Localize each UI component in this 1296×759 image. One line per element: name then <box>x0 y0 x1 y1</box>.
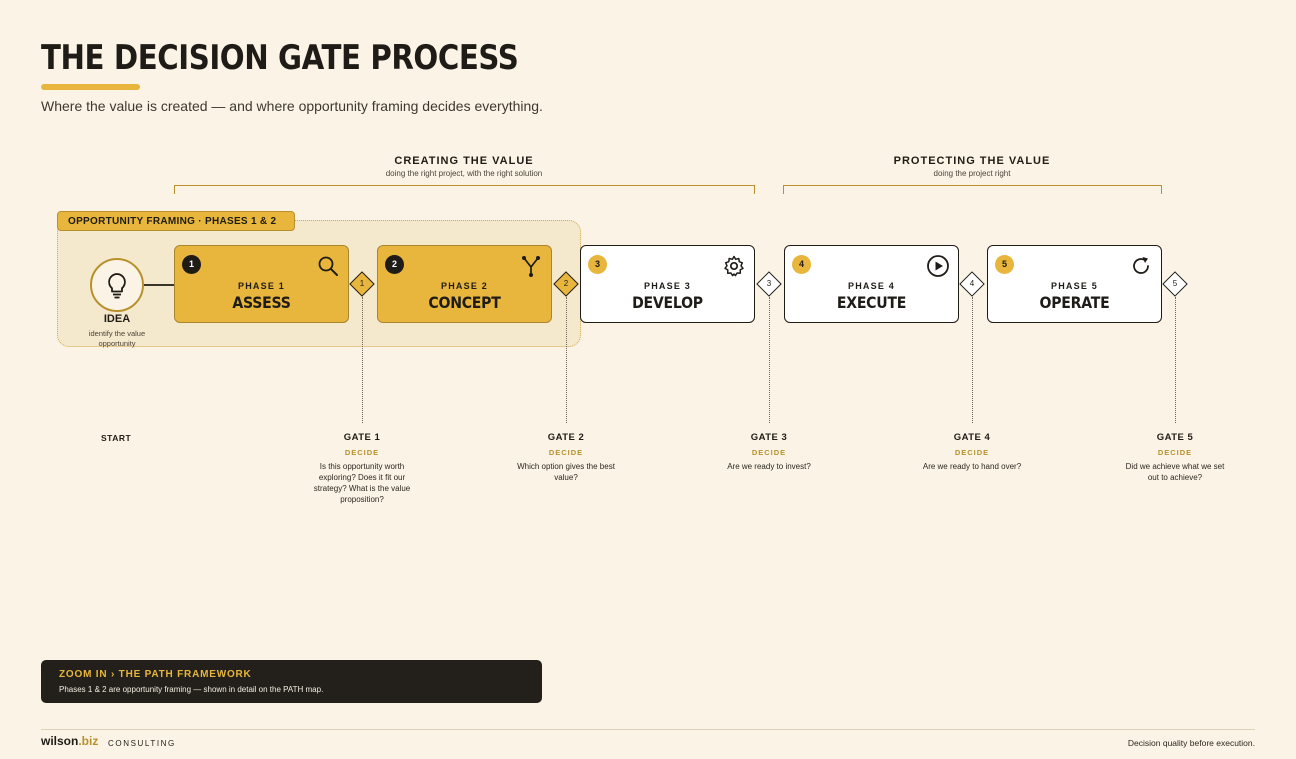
logo-biz: .biz <box>78 734 99 748</box>
gate-2-label: GATE 2 <box>547 432 585 443</box>
phase-card-execute[interactable]: 4 PHASE 4 EXECUTE <box>784 245 959 323</box>
gate-2-decide: DECIDE <box>548 448 584 457</box>
gate-5-decide: DECIDE <box>1157 448 1193 457</box>
phase-kicker: PHASE 1 <box>238 281 285 291</box>
zoom-in-callout[interactable]: ZOOM IN › THE PATH FRAMEWORK Phases 1 & … <box>41 660 542 703</box>
page-subtitle: Where the value is created — and where o… <box>41 98 543 114</box>
start-label: START <box>101 433 132 443</box>
band-protecting-title: PROTECTING THE VALUE <box>893 155 1051 167</box>
gate-5-number: 5 <box>1172 279 1178 288</box>
gear-icon <box>724 255 744 277</box>
lightbulb-icon <box>108 273 126 299</box>
phase-kicker: PHASE 5 <box>1051 281 1098 291</box>
gate-1-question: Is this opportunity worth exploring? Doe… <box>313 462 411 504</box>
gate-4-label: GATE 4 <box>953 432 991 443</box>
branch-icon <box>522 256 540 277</box>
phase-number: 4 <box>792 255 811 274</box>
zoom-in-body: Phases 1 & 2 are opportunity framing — s… <box>59 685 324 694</box>
play-icon <box>927 255 949 277</box>
phase-kicker: PHASE 4 <box>848 281 895 291</box>
refresh-icon <box>1133 257 1149 274</box>
phase-name: OPERATE <box>1039 293 1110 312</box>
footer-tagline: Decision quality before execution. <box>1127 738 1255 748</box>
gate-4-connector <box>972 297 973 423</box>
footer-consulting: CONSULTING <box>108 739 176 748</box>
gate-2-question: Which option gives the best value? <box>517 462 615 482</box>
phase-number: 5 <box>995 255 1014 274</box>
gate-4-question: Are we ready to hand over? <box>922 462 1022 471</box>
phase-number: 3 <box>588 255 607 274</box>
title-underline <box>41 84 140 90</box>
gate-4-number: 4 <box>969 279 975 288</box>
phase-name: EXECUTE <box>836 293 907 312</box>
gate-2-connector <box>566 297 567 423</box>
gate-3-question: Are we ready to invest? <box>727 462 811 471</box>
phase-kicker: PHASE 3 <box>644 281 691 291</box>
phase-name: DEVELOP <box>632 293 703 312</box>
gate-3-label: GATE 3 <box>750 432 788 443</box>
idea-node <box>90 258 144 312</box>
gate-1-decide: DECIDE <box>344 448 380 457</box>
idea-connector <box>144 284 174 286</box>
gate-3-decide: DECIDE <box>751 448 787 457</box>
opportunity-framing-tag: OPPORTUNITY FRAMING · PHASES 1 & 2 <box>57 211 295 231</box>
gate-3-number: 3 <box>766 279 772 288</box>
idea-subtitle: identify the value opportunity <box>88 329 146 348</box>
phase-number: 2 <box>385 255 404 274</box>
footer-logo: wilson.biz <box>41 734 98 748</box>
gate-4-decide: DECIDE <box>954 448 990 457</box>
page-title: THE DECISION GATE PROCESS <box>41 38 519 78</box>
gate-1-label: GATE 1 <box>343 432 381 443</box>
idea-label: IDEA <box>103 313 131 325</box>
band-creating-bracket <box>174 185 755 194</box>
gate-2-number: 2 <box>563 279 569 288</box>
band-protecting-bracket <box>783 185 1162 194</box>
phase-card-concept[interactable]: 2 PHASE 2 CONCEPT <box>377 245 552 323</box>
phase-kicker: PHASE 2 <box>441 281 488 291</box>
gate-1-number: 1 <box>359 279 365 288</box>
gate-5-label: GATE 5 <box>1156 432 1194 443</box>
gate-5-connector <box>1175 297 1176 423</box>
gate-3-connector <box>769 297 770 423</box>
zoom-in-title: ZOOM IN › THE PATH FRAMEWORK <box>59 669 252 680</box>
gate-5-question: Did we achieve what we set out to achiev… <box>1125 462 1225 482</box>
phase-card-assess[interactable]: 1 PHASE 1 ASSESS <box>174 245 349 323</box>
band-protecting-subtitle: doing the project right <box>933 169 1011 178</box>
phase-card-develop[interactable]: 3 PHASE 3 DEVELOP <box>580 245 755 323</box>
logo-main: wilson <box>41 734 79 748</box>
magnifier-icon <box>318 256 338 276</box>
phase-number: 1 <box>182 255 201 274</box>
footer-divider <box>41 729 1255 730</box>
band-creating-title: CREATING THE VALUE <box>394 155 534 167</box>
band-creating-subtitle: doing the right project, with the right … <box>385 169 543 178</box>
phase-name: ASSESS <box>232 293 291 312</box>
phase-card-operate[interactable]: 5 PHASE 5 OPERATE <box>987 245 1162 323</box>
phase-name: CONCEPT <box>428 293 501 312</box>
gate-1-connector <box>362 297 363 423</box>
